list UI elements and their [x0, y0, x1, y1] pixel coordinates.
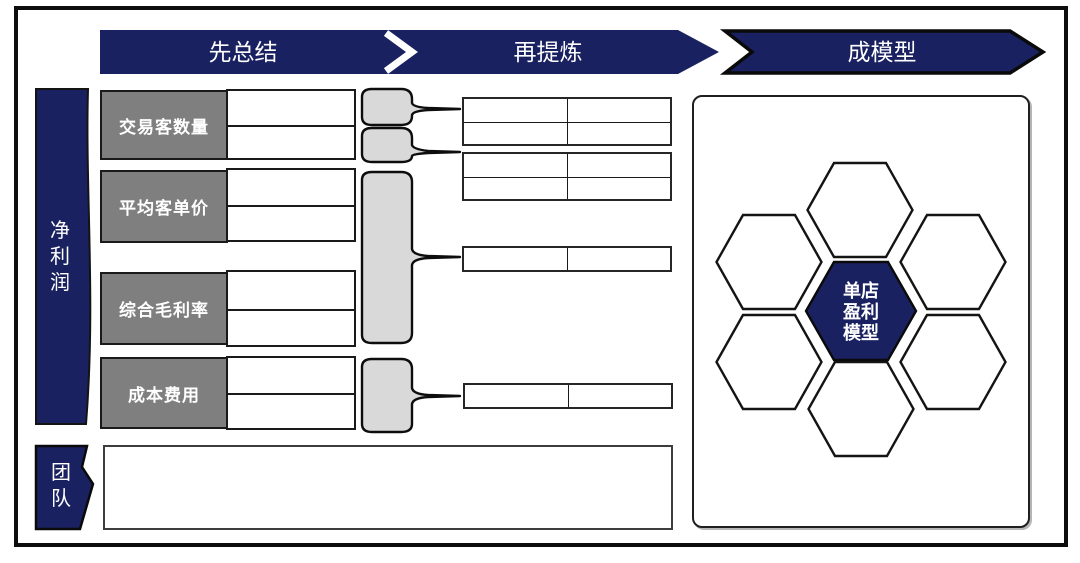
table-row-divider: [464, 176, 670, 178]
metric-label-box-4: 成本费用: [100, 357, 228, 429]
metric-label-2: 平均客单价: [119, 199, 209, 218]
pair-divider: [228, 205, 354, 207]
metric-label-1: 交易客数量: [119, 117, 209, 137]
metric-value-pair-4: [226, 356, 356, 430]
table-col-divider: [567, 248, 568, 270]
summary-table-1: [462, 97, 672, 146]
pair-divider: [228, 308, 354, 311]
metric-label-3: 综合毛利率: [119, 301, 209, 320]
banner-label-stage3: 成模型: [847, 39, 917, 65]
banner-label-stage2: 再提炼: [513, 39, 583, 65]
summary-table-3: [462, 246, 672, 272]
team-ribbon-label: 团队: [51, 462, 71, 510]
summary-table-4: [463, 383, 673, 409]
metric-label-4: 成本费用: [128, 385, 200, 405]
pair-divider: [228, 393, 354, 395]
metric-value-pair-2: [226, 168, 356, 242]
team-box: [103, 445, 673, 530]
profit-ribbon-label: 净利润: [50, 220, 70, 294]
table-row-divider: [464, 121, 670, 123]
pair-divider: [228, 124, 354, 127]
metric-label-box-3: 综合毛利率: [100, 272, 228, 345]
metric-value-pair-3: [226, 270, 356, 347]
table-col-divider: [568, 385, 569, 407]
metric-label-box-1: 交易客数量: [100, 90, 228, 160]
metric-value-pair-1: [226, 89, 356, 160]
center-hex-label: 单店盈利模型: [843, 281, 879, 343]
summary-table-2: [462, 152, 672, 201]
metric-label-box-2: 平均客单价: [100, 170, 228, 243]
banner-label-stage1: 先总结: [208, 39, 278, 65]
